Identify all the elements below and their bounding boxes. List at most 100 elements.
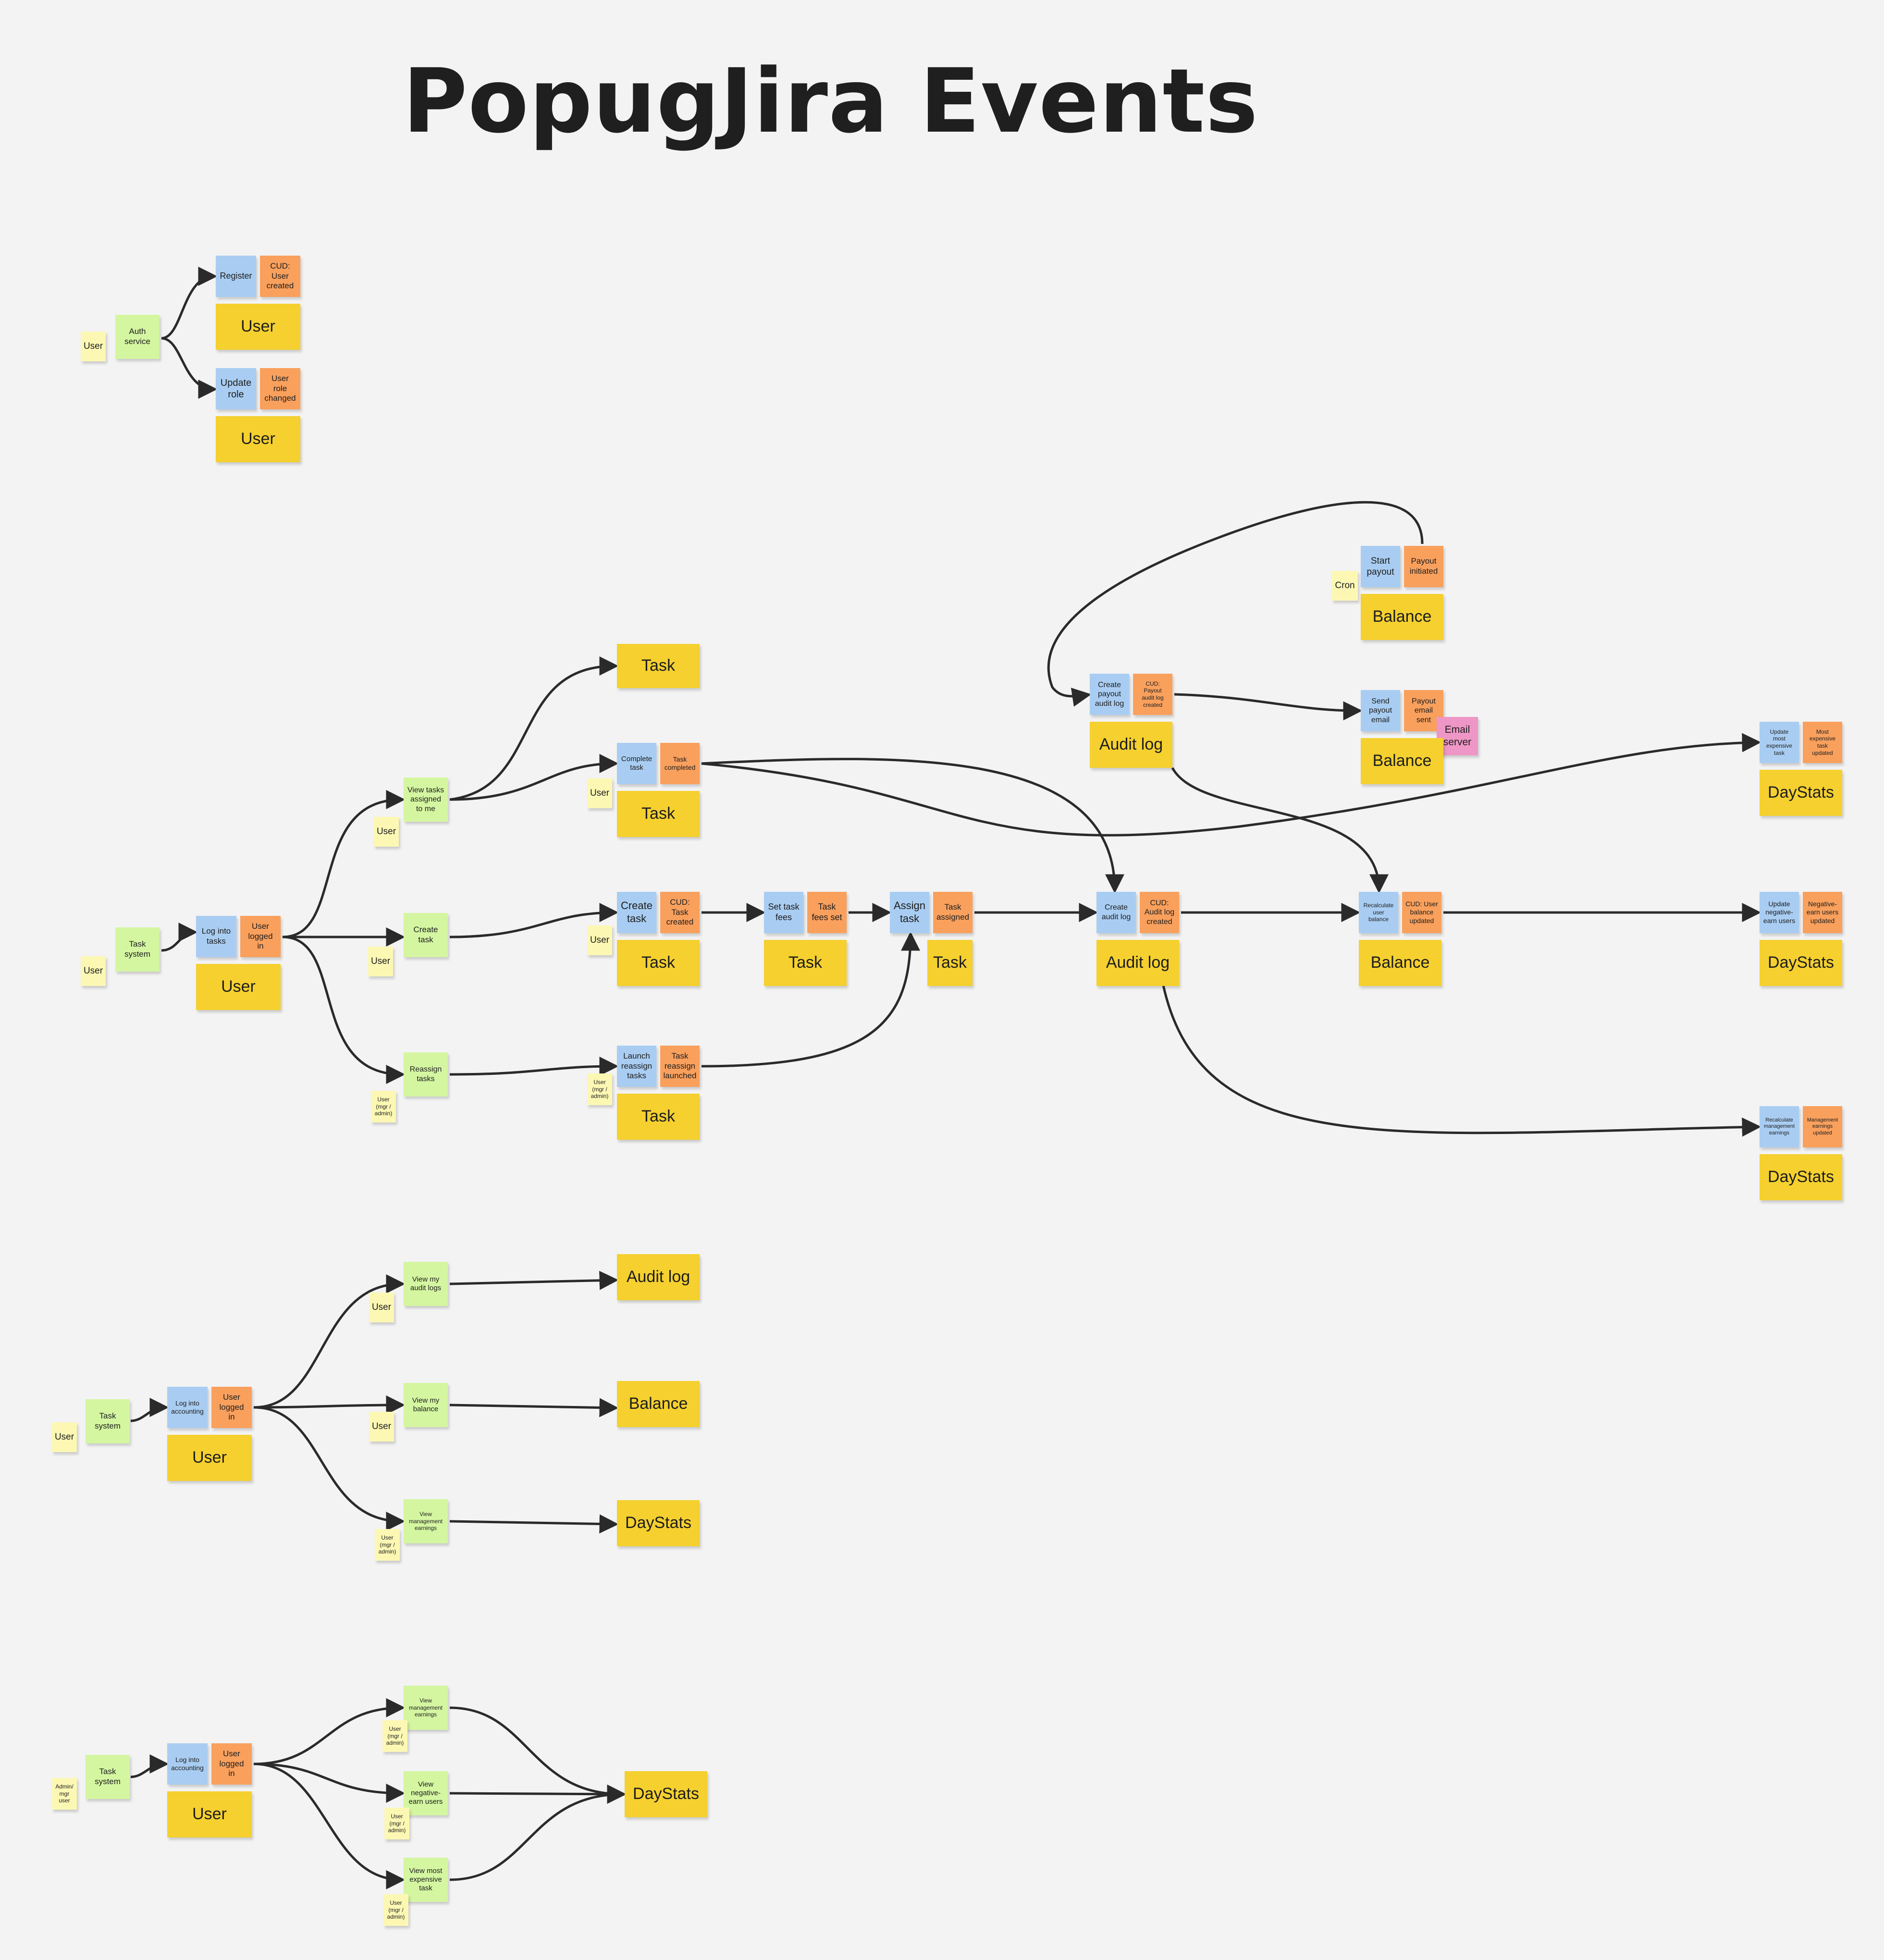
analytics-system: Task system — [86, 1755, 130, 1799]
view-mgmt-policy: View management earnings — [404, 1499, 448, 1543]
update-role-command: Update role — [216, 368, 256, 409]
view-balance-policy: View my balance — [404, 1383, 448, 1427]
connector-logged-in-to-reassign — [282, 936, 406, 1084]
task-assigned-event: Task assigned — [933, 892, 973, 933]
connector-reassign-launched-to-assign — [701, 931, 920, 1068]
complete-actor: User — [587, 778, 612, 808]
daystats-aggregate-mgmt: DayStats — [1760, 1154, 1842, 1200]
email-server-system: Email server — [1437, 717, 1478, 755]
connector-create-to-create-task — [449, 903, 619, 938]
analytics-login-command: Log into accounting — [167, 1743, 208, 1785]
analytics-view-negative-actor: User (mgr / admin) — [384, 1808, 409, 1839]
daystats-analytics: DayStats — [625, 1771, 707, 1817]
task-aggregate-fees: Task — [764, 940, 847, 986]
balance-aggregate-payout: Balance — [1361, 594, 1443, 640]
fees-set-event: Task fees set — [807, 892, 847, 933]
connector-analytics-system-to-login — [130, 1754, 169, 1778]
tasks-actor-user: User — [81, 956, 106, 986]
analytics-view-mgmt-policy: View management earnings — [404, 1686, 448, 1730]
launch-reassign-command: Launch reassign tasks — [617, 1046, 656, 1087]
create-cmd-actor: User — [587, 925, 612, 955]
update-negative-command: Update negative- earn users — [1760, 892, 1799, 933]
reassign-policy: Reassign tasks — [404, 1052, 448, 1097]
accounting-actor-user: User — [52, 1422, 77, 1452]
connector-accounting-to-view-mgmt — [253, 1406, 406, 1531]
task-aggregate-create: Task — [617, 940, 700, 986]
view-mgmt-actor: User (mgr / admin) — [375, 1529, 400, 1561]
send-email-command: Send payout email — [1361, 690, 1400, 731]
analytics-view-mgmt-actor: User (mgr / admin) — [382, 1720, 407, 1752]
recalc-mgmt-command: Recalculate management earnings — [1760, 1106, 1799, 1147]
daystats-aggregate-expensive: DayStats — [1760, 770, 1842, 816]
update-expensive-command: Update most expensive task — [1760, 722, 1799, 763]
connector-payout-log-to-send-email — [1174, 693, 1363, 721]
task-aggregate-reassign: Task — [617, 1094, 700, 1140]
connector-view-negative-to-daystats-analytics — [449, 1784, 627, 1804]
connector-auth-to-register — [161, 267, 218, 340]
user-aggregate-analytics: User — [167, 1791, 252, 1837]
connector-view-assigned-to-complete — [449, 754, 619, 801]
audit-log-aggregate-payout: Audit log — [1090, 722, 1172, 768]
connector-analytics-to-view-expensive — [253, 1763, 406, 1889]
negative-updated-event: Negative- earn users updated — [1803, 892, 1842, 933]
create-task-command: Create task — [617, 892, 656, 933]
connector-analytics-to-view-negative — [253, 1763, 406, 1803]
register-command: Register — [216, 256, 256, 297]
create-task-policy: Create task — [404, 913, 448, 957]
accounting-system: Task system — [86, 1399, 130, 1443]
balance-updated-event: CUD: User balance updated — [1402, 892, 1441, 933]
reassign-actor: User (mgr / admin) — [371, 1091, 396, 1122]
recalc-balance-command: Recalculate user balance — [1359, 892, 1398, 933]
audit-log-created-event: CUD: Audit log created — [1140, 892, 1179, 933]
analytics-actor: Admin/ mgr user — [52, 1778, 77, 1810]
connector-view-balance-to-balance — [449, 1398, 619, 1418]
user-created-event: CUD: User created — [260, 256, 300, 297]
create-task-actor: User — [368, 947, 393, 976]
user-logged-in-event: User logged in — [240, 916, 281, 957]
login-accounting-command: Log into accounting — [167, 1387, 208, 1428]
balance-aggregate: Balance — [1359, 940, 1441, 986]
expensive-updated-event: Most expensive task updated — [1803, 722, 1842, 763]
balance-view: Balance — [617, 1381, 700, 1427]
connector-system-to-login-tasks — [161, 923, 198, 952]
connector-logged-in-to-view-assigned — [282, 790, 406, 938]
connector-task-completed-to-expensive — [701, 733, 1761, 837]
task-completed-event: Task completed — [660, 743, 700, 784]
cron-actor: Cron — [1332, 571, 1358, 601]
connector-view-mgmt-to-daystats — [449, 1514, 619, 1534]
balance-aggregate-email: Balance — [1361, 738, 1443, 784]
user-aggregate-tasks: User — [196, 964, 281, 1010]
connector-payout-initiated-to-create-log — [1047, 501, 1424, 707]
analytics-view-negative-policy: View negative- earn users — [404, 1771, 448, 1815]
user-aggregate-1: User — [216, 304, 300, 350]
connector-analytics-to-view-mgmt — [253, 1698, 406, 1765]
task-aggregate-assign: Task — [927, 940, 973, 986]
audit-log-aggregate: Audit log — [1096, 940, 1179, 986]
task-created-event: CUD: Task created — [660, 892, 700, 933]
connector-auth-to-update-role — [161, 337, 218, 399]
connector-view-mgmt-to-daystats-analytics — [449, 1706, 627, 1804]
audit-log-view: Audit log — [617, 1254, 700, 1300]
task-system: Task system — [115, 927, 160, 972]
connector-reassign-to-launch — [449, 1057, 619, 1076]
page-title: PopugJira Events — [403, 50, 1259, 153]
accounting-logged-in-event: User logged in — [211, 1387, 252, 1428]
view-audit-actor: User — [369, 1293, 394, 1322]
view-balance-actor: User — [369, 1412, 394, 1442]
start-payout-command: Start payout — [1361, 546, 1400, 587]
view-audit-policy: View my audit logs — [404, 1262, 448, 1306]
user-aggregate-accounting: User — [167, 1435, 252, 1481]
create-payout-log-command: Create payout audit log — [1090, 674, 1129, 715]
launch-reassign-actor: User (mgr / admin) — [587, 1073, 612, 1105]
connector-task-completed-to-audit-log — [701, 758, 1124, 894]
auth-actor-user: User — [81, 332, 106, 361]
connector-accounting-system-to-login — [130, 1398, 169, 1422]
mgmt-updated-event: Management earnings updated — [1803, 1106, 1842, 1147]
connector-accounting-to-view-balance — [253, 1395, 406, 1415]
analytics-logged-in-event: User logged in — [211, 1743, 252, 1785]
connector-view-audit-to-audit-log — [449, 1270, 619, 1290]
daystats-view: DayStats — [617, 1500, 700, 1546]
view-assigned-actor: User — [374, 817, 399, 847]
